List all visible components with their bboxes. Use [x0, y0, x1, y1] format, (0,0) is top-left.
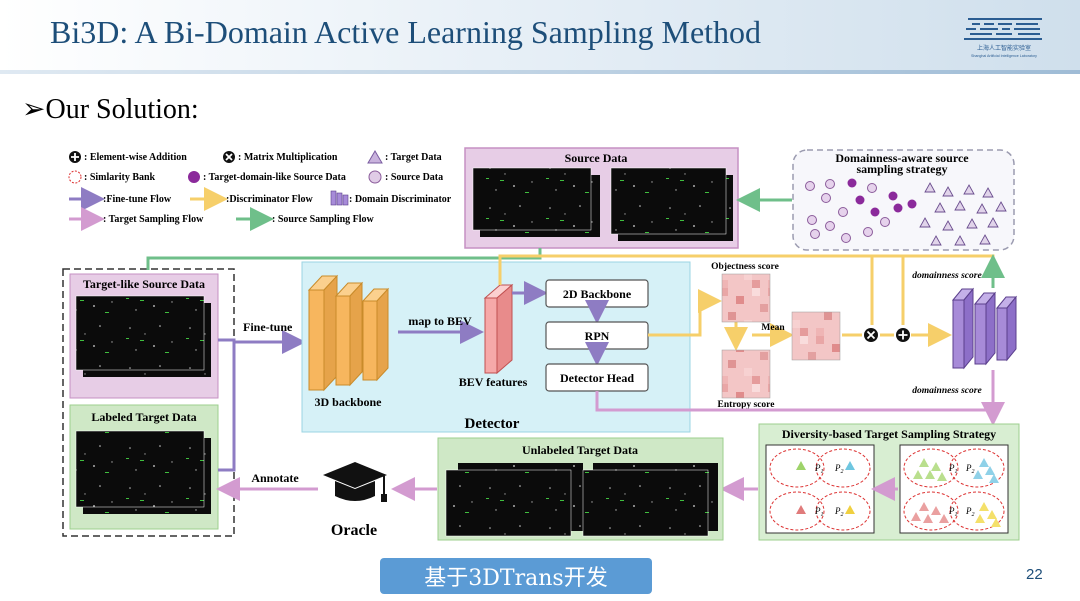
p2-label-a: P2	[834, 463, 844, 475]
backbone-3d-blocks	[307, 274, 390, 392]
data-pool-frame	[62, 268, 235, 537]
map-to-bev-label: map to BEV	[408, 314, 472, 328]
mean-label: Mean	[761, 323, 785, 333]
arrow-bullet-icon: ➢	[22, 94, 46, 125]
legend-source-sampling-flow: : Source Sampling Flow	[272, 214, 375, 225]
p2-c-main: P	[965, 463, 972, 473]
p2-b-main: P	[834, 506, 841, 516]
source-data-icon	[368, 170, 382, 184]
lab-logo: 上海人工智能实验室 Shanghai Artificial Intelligen…	[964, 18, 1042, 58]
mean-score-map	[791, 311, 841, 361]
domainness-strategy-panel: Domainness-aware source sampling strateg…	[792, 149, 1015, 251]
legend-multiplication: : Matrix Multiplication	[238, 152, 338, 163]
domainness-score-top: domainness score	[912, 271, 982, 281]
bev-features-label: BEV features	[459, 375, 528, 389]
domain-discriminator-icon	[330, 190, 349, 206]
logo-text-cn: 上海人工智能实验室	[977, 44, 1031, 52]
p1-d-main: P	[948, 506, 955, 516]
target-like-source-icon	[188, 171, 200, 183]
legend-discriminator-flow: :Discriminator Flow	[226, 194, 314, 205]
unlabeled-target-label: Unlabeled Target Data	[522, 443, 638, 457]
backbone-3d-label: 3D backbone	[314, 395, 382, 409]
legend-target-like-source: : Target-domain-like Source Data	[203, 172, 346, 183]
method-diagram: : Element-wise Addition : Matrix Multipl…	[62, 147, 1020, 541]
p1-d-sub: 1	[955, 512, 958, 518]
entropy-score-map	[721, 349, 771, 399]
legend-addition: : Element-wise Addition	[84, 152, 187, 163]
domainness-strategy-line2: sampling strategy	[857, 162, 948, 176]
labeled-target-panel: Labeled Target Data	[69, 404, 219, 530]
p2-d-main: P	[965, 506, 972, 516]
p1-label-b: P1	[814, 506, 824, 518]
p2-c-sub: 2	[972, 469, 975, 475]
legend-target-sampling-flow: : Target Sampling Flow	[103, 214, 204, 225]
bev-feature-block	[483, 283, 514, 375]
detector-label: Detector	[465, 416, 520, 432]
annotate-label: Annotate	[251, 471, 299, 485]
multiply-op-icon	[864, 328, 878, 342]
diversity-strategy-panel: Diversity-based Target Sampling Strategy…	[758, 423, 1020, 541]
fine-tune-label: Fine-tune	[243, 320, 293, 334]
target-like-source-panel: Target-like Source Data	[69, 273, 219, 399]
similarity-bank-icon	[68, 170, 82, 184]
objectness-score-label: Objectness score	[711, 262, 779, 272]
p1-c-main: P	[948, 463, 955, 473]
legend-target-data: : Target Data	[385, 152, 442, 163]
legend: : Element-wise Addition : Matrix Multipl…	[68, 150, 452, 231]
p2-label-b: P2	[834, 506, 844, 518]
oracle-label: Oracle	[331, 522, 377, 539]
legend-similarity-bank: : Simlarity Bank	[84, 172, 156, 183]
header-bar	[0, 0, 1080, 70]
source-data-label: Source Data	[565, 151, 628, 165]
solution-heading: ➢Our Solution:	[22, 92, 199, 126]
p1-label-c: P1	[948, 463, 958, 475]
objectness-score-map	[721, 273, 771, 323]
detector-head-label: Detector Head	[560, 371, 634, 385]
footer-banner: 基于3DTrans开发	[380, 558, 652, 594]
p1-a-sub: 1	[821, 469, 824, 475]
logo-text-en: Shanghai Artificial Intelligence Laborat…	[971, 54, 1037, 58]
p2-label-d: P2	[965, 506, 975, 518]
domainness-strategy-line1: Domainness-aware source	[835, 151, 969, 165]
p2-d-sub: 2	[972, 512, 975, 518]
diversity-strategy-label: Diversity-based Target Sampling Strategy	[782, 427, 996, 441]
domainness-score-bottom: domainness score	[912, 386, 982, 396]
header-divider	[0, 70, 1080, 74]
backbone-2d-label: 2D Backbone	[563, 287, 632, 301]
page-number: 22	[1026, 566, 1043, 583]
detector-panel: Detector 3D backbone map to BEV BEV feat…	[301, 261, 691, 433]
addition-op-icon	[896, 328, 910, 342]
p1-c-sub: 1	[955, 469, 958, 475]
target-like-source-label: Target-like Source Data	[83, 277, 205, 291]
entropy-score-label: Entropy score	[718, 400, 775, 410]
slide-title: Bi3D: A Bi-Domain Active Learning Sampli…	[50, 14, 762, 50]
graduation-cap-icon	[323, 462, 387, 502]
target-data-icon	[367, 150, 383, 164]
p2-label-c: P2	[965, 463, 975, 475]
p1-b-main: P	[814, 506, 821, 516]
solution-heading-text: Our Solution:	[45, 94, 199, 125]
logo-mark	[964, 18, 1042, 40]
labeled-target-label: Labeled Target Data	[91, 410, 196, 424]
p2-a-sub: 2	[841, 469, 844, 475]
legend-fine-tune-flow: :Fine-tune Flow	[103, 194, 172, 205]
rpn-label: RPN	[585, 329, 610, 343]
p2-b-sub: 2	[841, 512, 844, 518]
p1-a-main: P	[814, 463, 821, 473]
legend-domain-discriminator: : Domain Discriminator	[349, 194, 452, 205]
unlabeled-target-panel: Unlabeled Target Data	[437, 437, 724, 541]
legend-source-data: : Source Data	[385, 172, 443, 183]
p1-b-sub: 1	[821, 512, 824, 518]
p1-label-d: P1	[948, 506, 958, 518]
source-data-panel: Source Data	[464, 147, 739, 249]
domain-discriminator-block	[951, 287, 1018, 370]
p2-a-main: P	[834, 463, 841, 473]
p1-label-a: P1	[814, 463, 824, 475]
